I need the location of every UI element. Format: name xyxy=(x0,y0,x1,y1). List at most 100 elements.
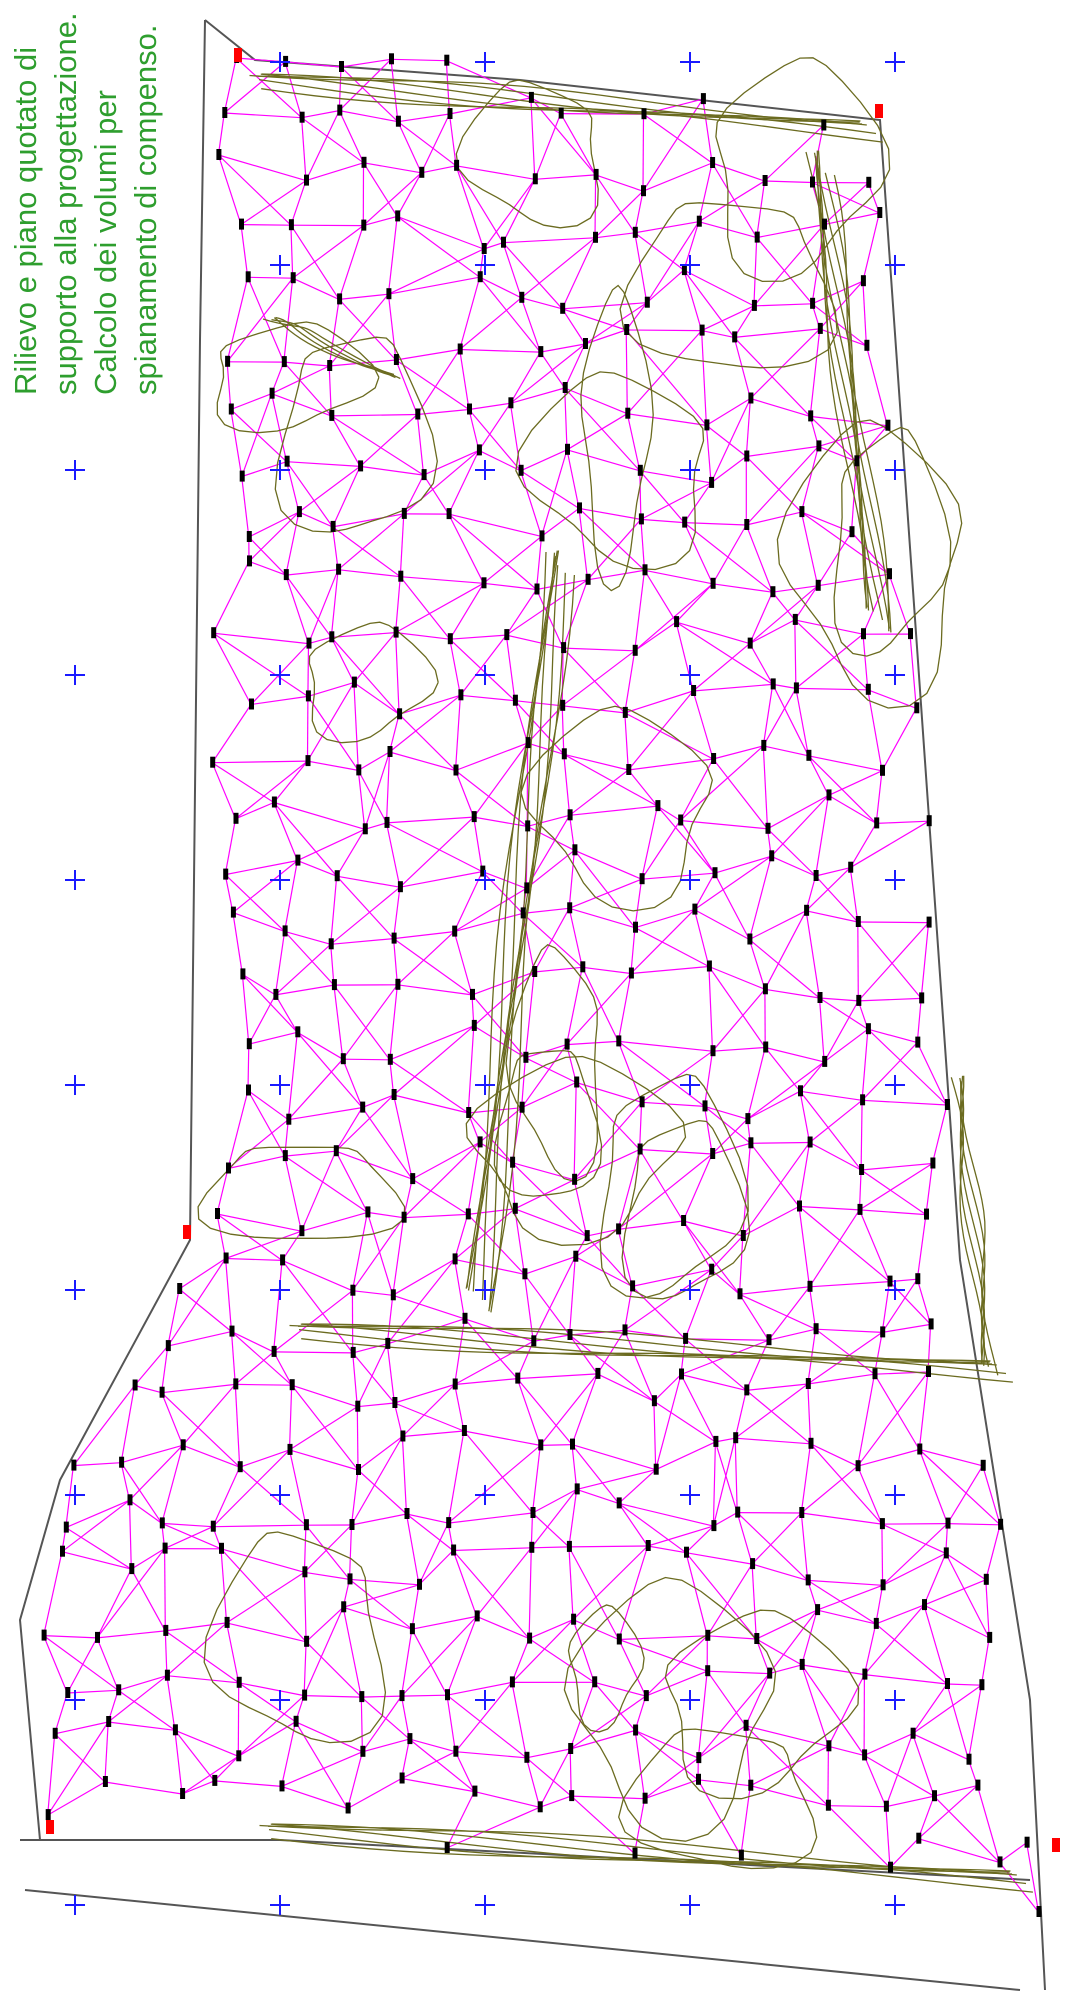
mesh-edge xyxy=(96,1637,119,1691)
contour-line xyxy=(274,336,438,533)
survey-point xyxy=(226,1162,231,1174)
mesh-edge xyxy=(395,632,450,640)
mesh-edge xyxy=(818,997,825,1062)
mesh-edge xyxy=(714,1441,738,1513)
mesh-edge xyxy=(698,180,765,223)
mesh-edge xyxy=(43,1635,68,1694)
mesh-edge xyxy=(734,328,820,338)
mesh-edge xyxy=(751,1512,802,1565)
mesh-edge xyxy=(917,1795,935,1839)
survey-point xyxy=(908,628,913,640)
mesh-edge xyxy=(453,1547,532,1552)
survey-point xyxy=(299,111,305,123)
mesh-edge xyxy=(710,398,751,484)
mesh-edge xyxy=(861,1029,869,1101)
mesh-edge xyxy=(390,58,447,62)
mesh-edge xyxy=(360,465,424,476)
mesh-edge xyxy=(473,1025,526,1059)
mesh-edge xyxy=(350,1436,403,1526)
mesh-edge xyxy=(351,1212,368,1291)
mesh-edge xyxy=(225,1230,302,1260)
survey-point xyxy=(538,1439,544,1451)
mesh-edge xyxy=(685,1338,769,1341)
survey-point xyxy=(452,1378,458,1390)
mesh-edge xyxy=(862,1099,947,1106)
mesh-edge xyxy=(248,536,287,576)
mesh-edge xyxy=(130,1548,165,1570)
mesh-edge xyxy=(618,1469,657,1504)
mesh-edge xyxy=(734,1390,747,1439)
mesh-edge xyxy=(563,647,635,652)
grid-cross xyxy=(475,1075,495,1095)
mesh-edge xyxy=(161,1346,169,1393)
mesh-edge xyxy=(367,1211,404,1219)
mesh-edge xyxy=(639,1149,684,1222)
survey-point xyxy=(761,739,767,751)
mesh-edge xyxy=(809,1141,862,1171)
mesh-edge xyxy=(449,639,461,696)
grid-cross xyxy=(475,1690,495,1710)
mesh-edge xyxy=(213,632,309,645)
mesh-edge xyxy=(388,248,484,295)
mesh-edge xyxy=(393,1025,475,1096)
station-marker xyxy=(875,104,883,118)
survey-point xyxy=(306,637,312,649)
survey-point xyxy=(566,1540,572,1552)
survey-point xyxy=(224,1616,230,1628)
survey-point xyxy=(458,689,464,701)
grid-cross xyxy=(475,460,495,480)
mesh-edge xyxy=(338,298,397,361)
mesh-edge xyxy=(815,1328,883,1333)
survey-point xyxy=(932,1790,937,1802)
mesh-edge xyxy=(330,569,339,638)
survey-point xyxy=(177,1283,183,1294)
mesh-edge xyxy=(520,449,568,472)
mesh-edge xyxy=(307,682,355,697)
mesh-edge xyxy=(882,1523,948,1586)
mesh-edge xyxy=(502,237,596,244)
mesh-edge xyxy=(520,237,596,299)
mesh-edge xyxy=(917,1785,978,1840)
survey-point xyxy=(52,1727,58,1739)
mesh-edge xyxy=(514,700,565,755)
survey-point xyxy=(233,812,239,824)
mesh-edge xyxy=(857,922,930,1002)
survey-point xyxy=(987,1631,993,1643)
survey-point xyxy=(642,1792,648,1804)
mesh-edge xyxy=(707,1635,757,1640)
survey-point xyxy=(754,1633,760,1644)
mesh-edge xyxy=(807,1579,877,1625)
mesh-edge xyxy=(448,113,457,166)
mesh-edge xyxy=(697,1725,746,1759)
mesh-edge xyxy=(815,867,851,877)
mesh-edge xyxy=(889,1281,932,1325)
mesh-edge xyxy=(61,1499,130,1553)
mesh-edge xyxy=(570,1729,636,1750)
mesh-edge xyxy=(807,1383,812,1444)
mesh-edge xyxy=(336,828,366,877)
mesh-edge xyxy=(284,1150,336,1157)
grid-cross xyxy=(885,665,905,685)
mesh-edge xyxy=(756,224,825,239)
mesh-edge xyxy=(454,1214,469,1260)
mesh-edge xyxy=(745,1339,770,1391)
mesh-edge xyxy=(510,343,586,404)
mesh-edge xyxy=(478,402,511,451)
mesh-edge xyxy=(216,1213,227,1259)
survey-point xyxy=(699,324,705,336)
mesh-edge xyxy=(234,1384,241,1468)
mesh-edge xyxy=(755,1638,770,1674)
mesh-edge xyxy=(982,1465,1001,1525)
mesh-edge xyxy=(736,1512,753,1565)
survey-point xyxy=(767,1667,773,1679)
survey-point xyxy=(453,764,459,776)
mesh-edge xyxy=(617,1149,641,1230)
mesh-edge xyxy=(330,415,361,467)
survey-point xyxy=(928,1318,934,1330)
mesh-edge xyxy=(241,973,298,1033)
survey-point xyxy=(919,992,925,1004)
mesh-edge xyxy=(332,513,404,528)
survey-point xyxy=(916,1832,922,1844)
survey-point xyxy=(822,218,827,230)
mesh-edge xyxy=(867,1028,918,1044)
